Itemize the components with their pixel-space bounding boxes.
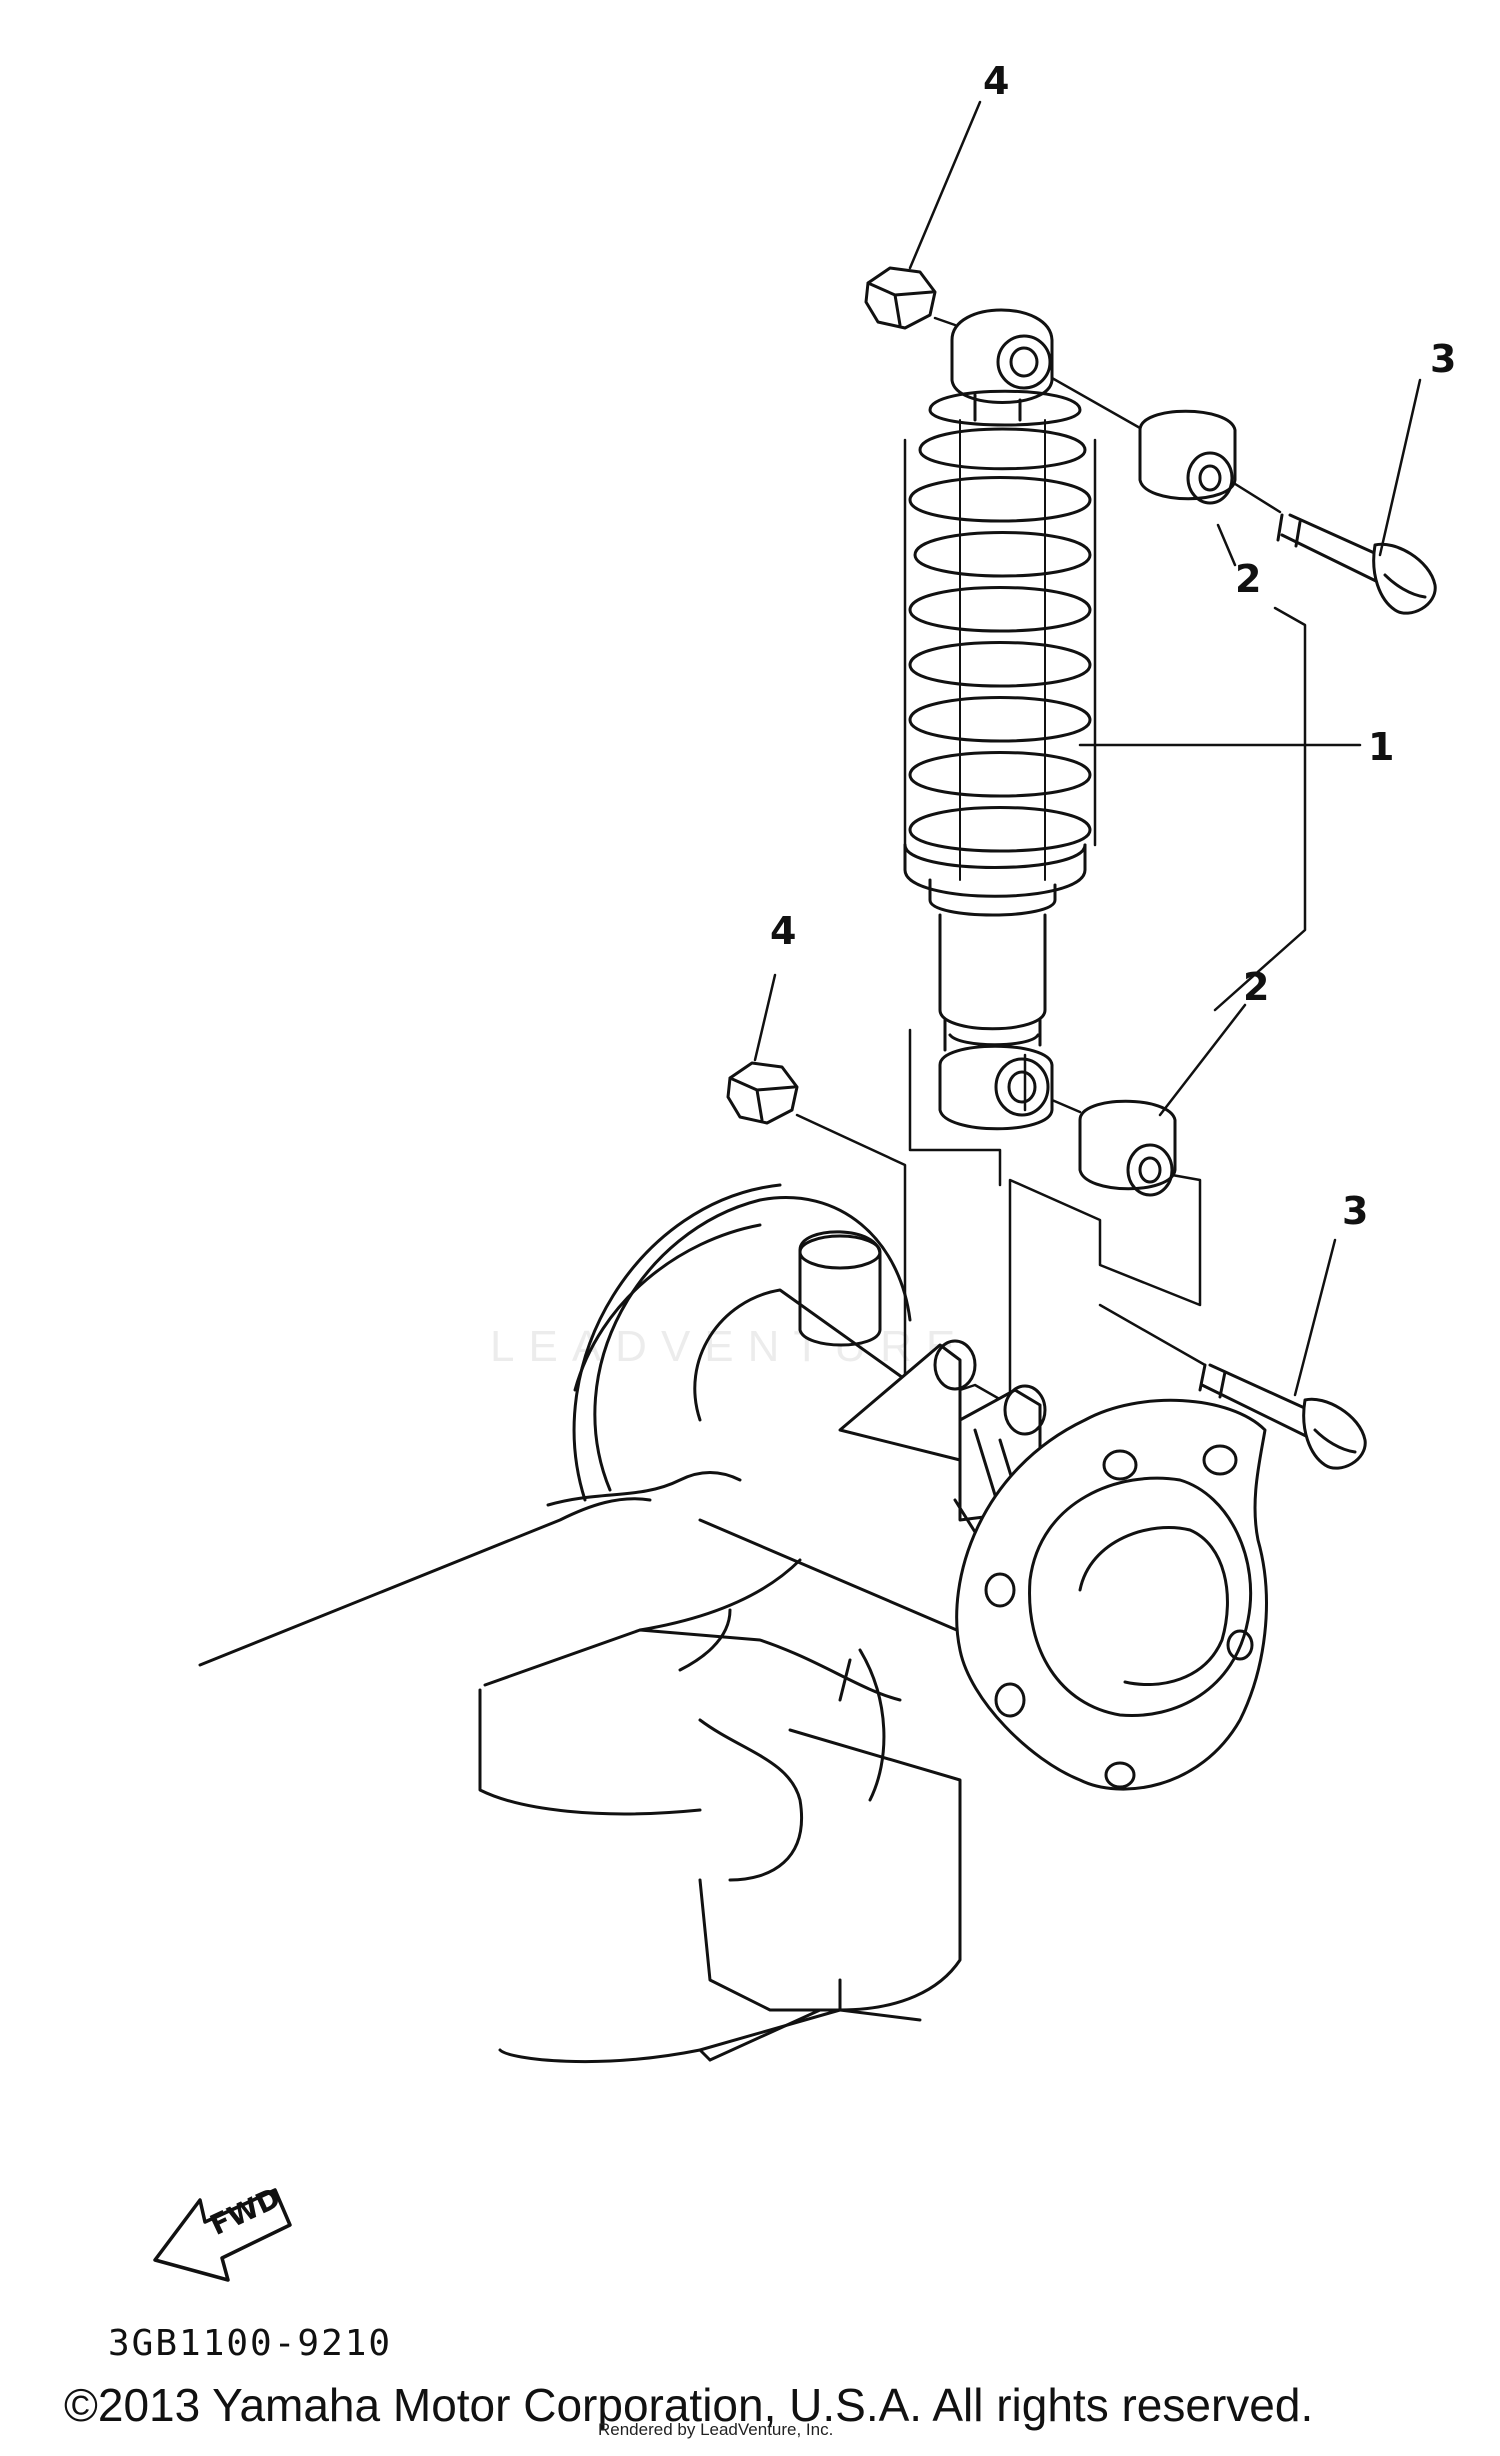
shock-upper-eye <box>950 308 1054 422</box>
callout-part-3-upper: 3 <box>1430 337 1457 381</box>
callout-part-1: 1 <box>1368 725 1395 769</box>
bolt-upper <box>1276 513 1437 615</box>
callout-part-2-lower: 2 <box>1243 965 1270 1009</box>
copyright-notice: ©2013 Yamaha Motor Corporation, U.S.A. A… <box>64 2379 1314 2431</box>
callout-part-2-upper: 2 <box>1235 557 1262 601</box>
bushing-upper <box>1138 409 1237 505</box>
part-code: 3GB1100-9210 <box>108 2323 393 2364</box>
shock-lower-eye <box>938 1044 1054 1131</box>
callout-part-4-upper: 4 <box>983 59 1010 103</box>
shock-body <box>938 913 1047 1052</box>
fwd-arrow <box>153 2188 292 2282</box>
axle-housing <box>198 1183 1268 2064</box>
nut-upper <box>864 266 937 330</box>
callout-part-3-lower: 3 <box>1342 1189 1369 1233</box>
callout-part-4-lower: 4 <box>770 909 797 953</box>
shock-spring-seat <box>903 843 1087 917</box>
leader-lines <box>753 100 1422 1397</box>
shock-absorber <box>903 308 1097 1131</box>
rendered-by-notice: Rendered by LeadVenture, Inc. <box>598 2420 834 2439</box>
bolt-lower <box>1198 1363 1367 1470</box>
shock-spring <box>903 389 1097 881</box>
assembly-lines <box>795 316 1282 1432</box>
bushing-lower <box>1078 1099 1177 1197</box>
nut-lower <box>726 1061 799 1125</box>
